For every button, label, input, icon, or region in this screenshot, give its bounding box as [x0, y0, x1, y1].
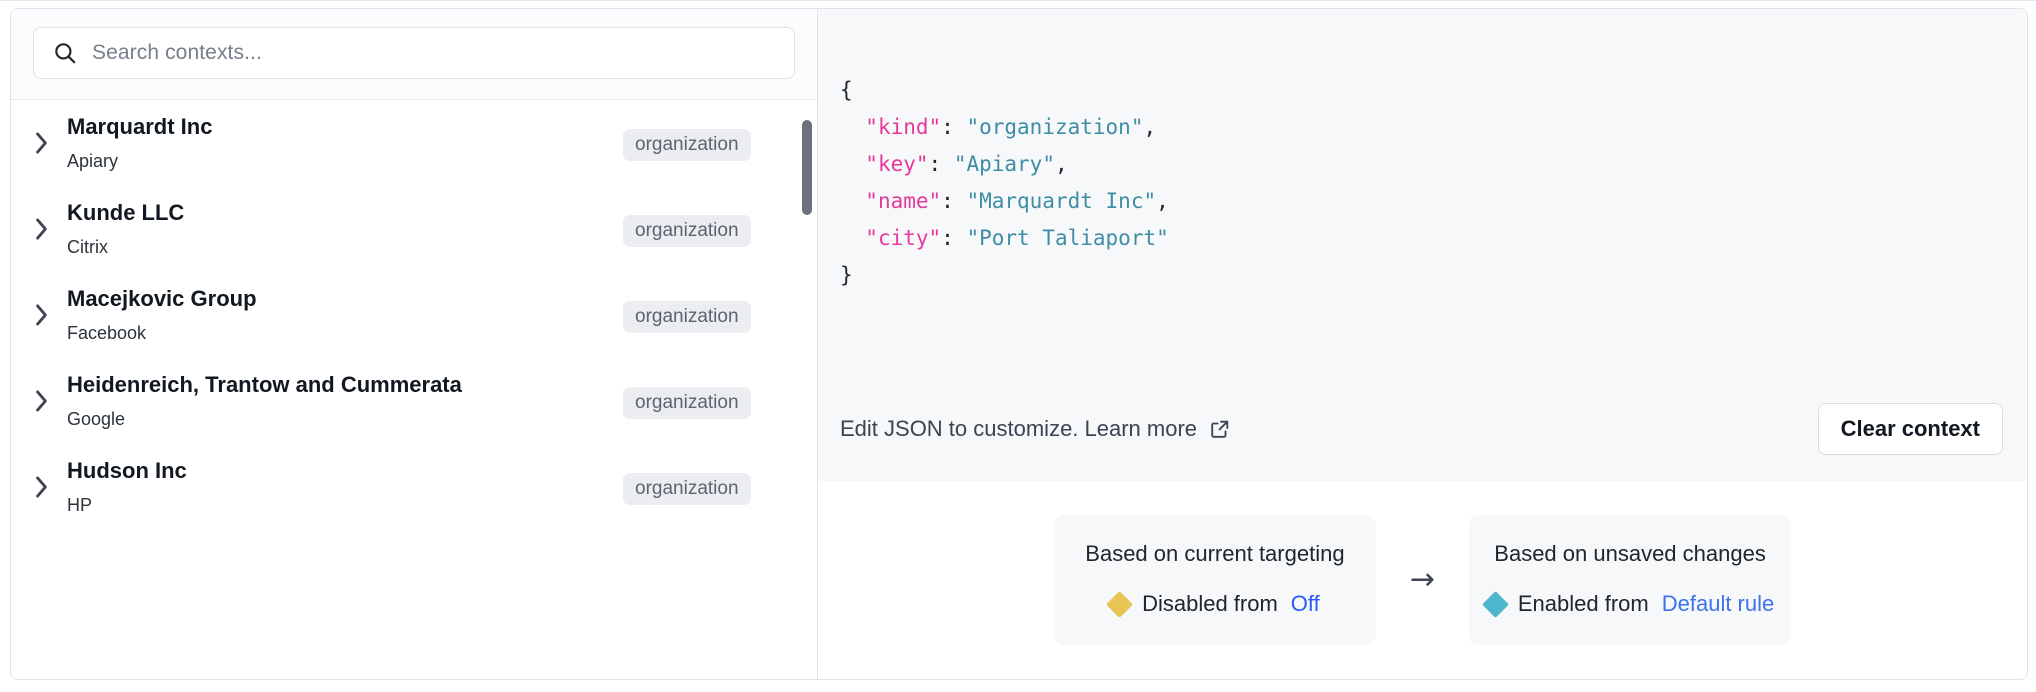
- context-list-panel: Search contexts... Marquardt Inc: [11, 9, 818, 679]
- json-value: "Marquardt Inc": [966, 189, 1157, 213]
- context-subtitle: Google: [67, 409, 126, 429]
- context-kind-badge: organization: [623, 387, 751, 419]
- arrow-right-icon: →: [1409, 562, 1436, 597]
- context-detail-panel: { "kind": "organization", "key": "Apiary…: [818, 9, 2027, 679]
- json-key: "name": [865, 189, 942, 213]
- split-container: Search contexts... Marquardt Inc: [10, 8, 2028, 680]
- comparison-source-link[interactable]: Off: [1290, 591, 1320, 616]
- context-list: Marquardt Inc Apiary organization: [11, 100, 817, 530]
- list-item[interactable]: Kunde LLC Citrix organization: [11, 186, 817, 272]
- clear-context-button[interactable]: Clear context: [1817, 403, 2003, 455]
- comparison-state-label: Enabled from: [1517, 591, 1649, 616]
- search-input[interactable]: Search contexts...: [33, 27, 795, 79]
- json-line: "city": "Port Taliaport": [840, 226, 1169, 250]
- edit-json-hint[interactable]: Edit JSON to customize. Learn more: [840, 416, 1231, 442]
- comparison-title: Based on current targeting: [1085, 541, 1345, 566]
- json-open-brace: {: [840, 78, 853, 102]
- json-key: "kind": [865, 115, 942, 139]
- edit-json-hint-label: Edit JSON to customize. Learn more: [840, 416, 1198, 441]
- context-kind-badge: organization: [623, 473, 751, 505]
- context-name: Heidenreich, Trantow and Cummerata: [67, 372, 462, 397]
- scrollbar-thumb[interactable]: [802, 120, 812, 215]
- comparison-state: Disabled from Off: [1106, 590, 1320, 618]
- json-colon: :: [941, 189, 967, 213]
- json-key: "city": [865, 226, 942, 250]
- chevron-right-icon[interactable]: [33, 216, 67, 242]
- json-line: "name": "Marquardt Inc",: [840, 189, 1169, 213]
- comparison-source-link[interactable]: Default rule: [1661, 591, 1775, 616]
- json-footer: Edit JSON to customize. Learn more Clear…: [818, 403, 2027, 481]
- context-name: Marquardt Inc: [67, 114, 213, 139]
- context-subtitle: HP: [67, 495, 93, 515]
- comparison-card-after: Based on unsaved changes Enabled from De…: [1469, 515, 1792, 645]
- json-code[interactable]: { "kind": "organization", "key": "Apiary…: [818, 35, 2027, 403]
- context-kind-badge: organization: [623, 129, 751, 161]
- json-value: "Apiary": [953, 152, 1055, 176]
- list-item-texts: Marquardt Inc Apiary: [67, 114, 212, 172]
- chevron-right-icon[interactable]: [33, 474, 67, 500]
- context-kind-badge: organization: [623, 301, 751, 333]
- json-value: "organization": [966, 115, 1144, 139]
- list-item-body: Marquardt Inc Apiary: [67, 114, 795, 172]
- chevron-right-icon[interactable]: [33, 388, 67, 414]
- context-kind-badge: organization: [623, 215, 751, 247]
- comparison-state-label: Disabled from: [1142, 591, 1278, 616]
- variation-diamond-icon: [1481, 590, 1509, 618]
- comparison-card-before: Based on current targeting Disabled from…: [1053, 515, 1376, 645]
- json-line: "key": "Apiary",: [840, 152, 1068, 176]
- list-item-body: Kunde LLC Citrix: [67, 200, 795, 258]
- context-subtitle: Facebook: [67, 323, 147, 343]
- context-name: Hudson Inc: [67, 458, 187, 483]
- search-icon: [52, 40, 78, 66]
- json-line-close: }: [840, 263, 853, 287]
- list-item-texts: Macejkovic Group Facebook: [67, 286, 257, 344]
- comparison-title: Based on unsaved changes: [1494, 541, 1766, 566]
- context-name: Macejkovic Group: [67, 286, 257, 311]
- external-link-icon[interactable]: [1209, 418, 1231, 440]
- json-comma: ,: [1143, 115, 1157, 139]
- json-colon: :: [941, 115, 967, 139]
- context-subtitle: Apiary: [67, 151, 119, 171]
- json-close-brace: }: [840, 263, 853, 287]
- chevron-right-icon[interactable]: [33, 130, 67, 156]
- list-item-body: Heidenreich, Trantow and Cummerata Googl…: [67, 372, 795, 430]
- context-list-scroll[interactable]: Marquardt Inc Apiary organization: [11, 100, 817, 679]
- evaluation-comparison: Based on current targeting Disabled from…: [818, 481, 2027, 679]
- list-item[interactable]: Hudson Inc HP organization: [11, 444, 817, 530]
- json-key: "key": [865, 152, 929, 176]
- json-comma: ,: [1054, 152, 1068, 176]
- list-item-texts: Kunde LLC Citrix: [67, 200, 184, 258]
- chevron-right-icon[interactable]: [33, 302, 67, 328]
- variation-diamond-icon: [1106, 590, 1134, 618]
- search-section: Search contexts...: [11, 9, 817, 100]
- search-placeholder: Search contexts...: [92, 41, 262, 64]
- json-value: "Port Taliaport": [966, 226, 1169, 250]
- list-item-body: Hudson Inc HP: [67, 458, 795, 516]
- list-item[interactable]: Macejkovic Group Facebook organization: [11, 272, 817, 358]
- json-editor-area: { "kind": "organization", "key": "Apiary…: [818, 9, 2027, 481]
- json-comma: ,: [1156, 189, 1169, 213]
- comparison-state: Enabled from Default rule: [1481, 590, 1775, 618]
- list-item[interactable]: Marquardt Inc Apiary organization: [11, 100, 817, 186]
- json-line: "kind": "organization",: [840, 115, 1156, 139]
- top-divider: [0, 0, 2036, 1]
- context-subtitle: Citrix: [67, 237, 108, 257]
- json-colon: :: [941, 226, 967, 250]
- list-item[interactable]: Heidenreich, Trantow and Cummerata Googl…: [11, 358, 817, 444]
- context-name: Kunde LLC: [67, 200, 185, 225]
- list-item-texts: Heidenreich, Trantow and Cummerata Googl…: [67, 372, 462, 430]
- list-item-texts: Hudson Inc HP: [67, 458, 187, 516]
- list-item-body: Macejkovic Group Facebook: [67, 286, 795, 344]
- json-line-open: {: [840, 78, 853, 102]
- json-colon: :: [928, 152, 954, 176]
- scrollbar[interactable]: [801, 100, 813, 679]
